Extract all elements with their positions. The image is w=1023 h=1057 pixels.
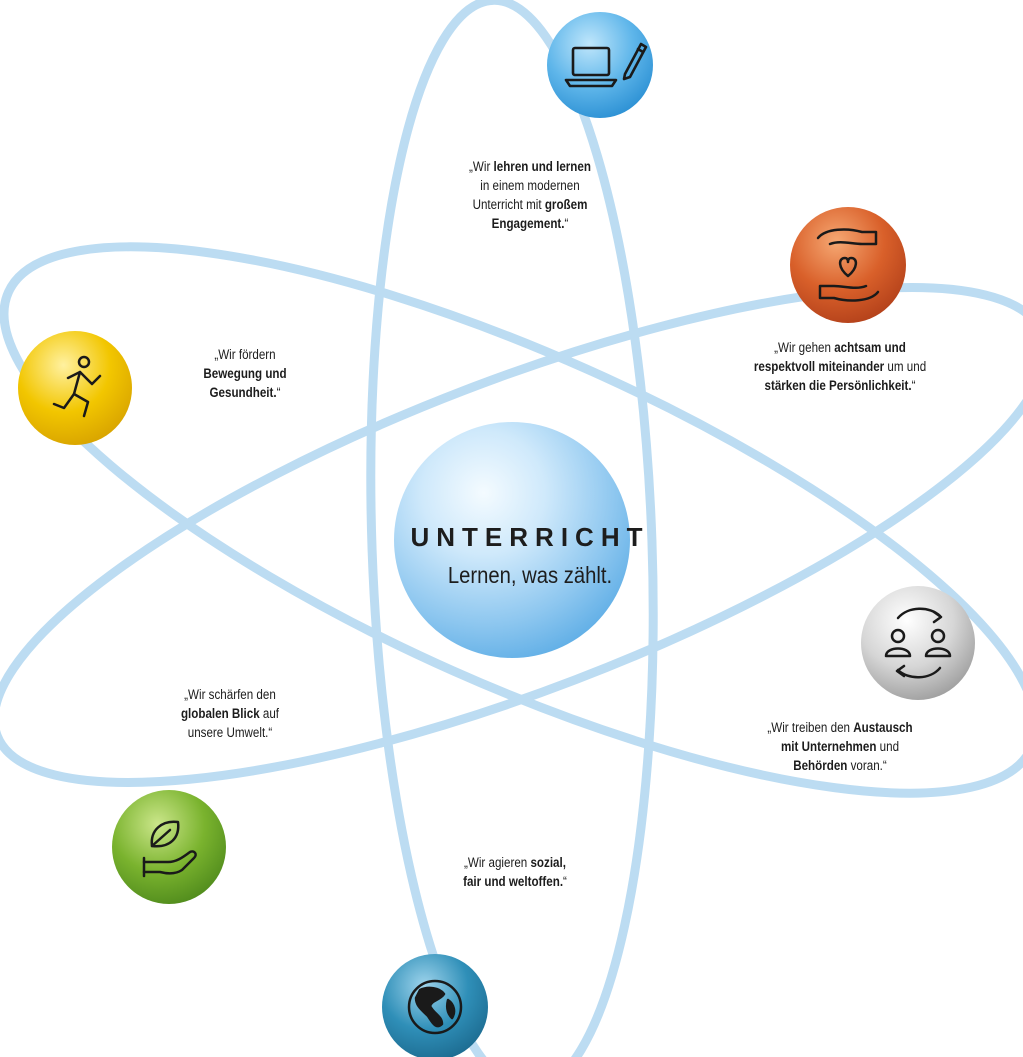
center-subtitle: Lernen, was zählt. xyxy=(447,562,613,588)
quote-text: in einem modernen xyxy=(480,178,580,193)
node-sphere xyxy=(382,954,488,1057)
quote-text: “ xyxy=(276,385,281,400)
node-sphere xyxy=(547,12,653,118)
node-teaching xyxy=(547,12,653,118)
quote-bold-text: lehren und lernen xyxy=(493,159,591,174)
quote-bold-text: fair und weltoffen. xyxy=(463,874,564,889)
running-person-icon xyxy=(52,355,102,418)
quote-text: auf xyxy=(259,706,280,721)
quote-text: Unterricht mit xyxy=(472,197,545,212)
quote-bold-text: sozial, xyxy=(530,855,566,870)
orbit-diagonal-down xyxy=(0,242,1023,798)
quote-text: „Wir schärfen den xyxy=(184,687,276,702)
quote-text: um und xyxy=(884,359,927,374)
quote-text: „Wir treiben den xyxy=(767,720,854,735)
quote-text: „Wir gehen xyxy=(774,340,835,355)
quote-text: “ xyxy=(564,216,569,231)
quote-bold-text: respektvoll miteinander xyxy=(753,359,885,374)
orbit-diagonal-up xyxy=(0,283,1023,787)
quote-global: „Wir schärfen den globalen Blick auf unser… xyxy=(144,685,316,742)
quote-text: voran.“ xyxy=(847,758,887,773)
node-sphere xyxy=(112,790,226,904)
node-sphere xyxy=(790,207,906,323)
center-sphere xyxy=(394,422,630,658)
quote-bold-text: mit Unternehmen xyxy=(780,739,877,754)
quote-bold-text: achtsam und xyxy=(834,340,906,355)
quote-bold-text: Behörden xyxy=(793,758,848,773)
quote-text: „Wir fördern xyxy=(214,347,276,362)
node-sphere xyxy=(861,586,975,700)
hands-heart-icon xyxy=(816,228,880,302)
orbit-vertical xyxy=(366,0,658,1057)
node-exchange xyxy=(861,586,975,700)
node-respect xyxy=(790,207,906,323)
people-exchange-icon xyxy=(884,607,952,679)
quote-text: “ xyxy=(563,874,567,889)
quote-text: „Wir xyxy=(469,159,494,174)
quote-social: „Wir agieren sozial, fair und weltoffen.“ xyxy=(429,853,601,891)
quote-bold-text: Engagement. xyxy=(491,216,565,231)
quote-text: „Wir agieren xyxy=(464,855,531,870)
quote-exchange: „Wir treiben den Austausch mit Unternehme… xyxy=(733,718,948,775)
laptop-pencil-icon xyxy=(564,42,648,88)
quote-text: und xyxy=(876,739,900,754)
quote-text: “ xyxy=(911,378,916,393)
node-social xyxy=(382,954,488,1057)
node-global xyxy=(112,790,226,904)
quote-respect: „Wir gehen achtsam und respektvoll mitein… xyxy=(724,338,956,395)
quote-bold-text: stärken die Persönlichkeit. xyxy=(764,378,912,393)
quote-bold-text: großem xyxy=(544,197,588,212)
quote-bold-text: Gesundheit. xyxy=(209,385,277,400)
quote-bold-text: Austausch xyxy=(853,720,913,735)
globe-icon xyxy=(407,979,463,1035)
quote-bold-text: Bewegung und xyxy=(203,366,287,381)
quote-text: unsere Umwelt.“ xyxy=(187,725,273,740)
quote-bold-text: globalen Blick xyxy=(180,706,260,721)
leaf-hand-icon xyxy=(142,820,197,878)
center-title: UNTERRICHT xyxy=(410,522,650,552)
node-health xyxy=(18,331,132,445)
